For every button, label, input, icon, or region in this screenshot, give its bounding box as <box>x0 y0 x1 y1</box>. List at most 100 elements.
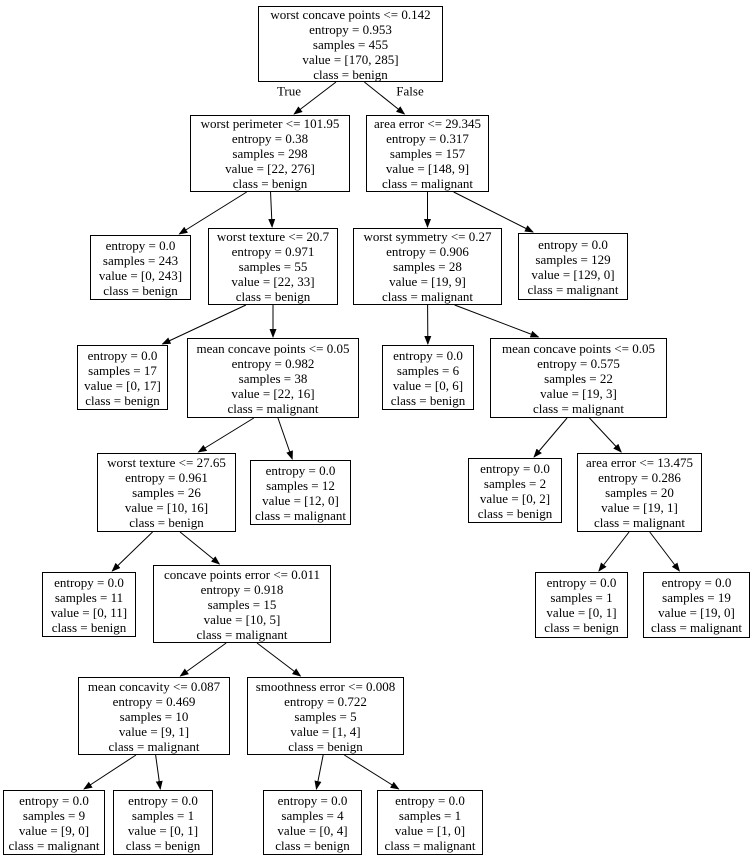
node-line: entropy = 0.0 <box>538 236 608 252</box>
node-line: value = [19, 0] <box>658 605 735 620</box>
node-line: value = [0, 17] <box>84 377 161 393</box>
node-line: class = malignant <box>650 620 743 635</box>
node-line: value = [10, 16] <box>124 500 209 515</box>
node-line: samples = 26 <box>132 485 201 500</box>
tree-edge <box>179 531 221 565</box>
node-line: samples = 22 <box>544 370 613 386</box>
node-line: samples = 20 <box>605 485 674 500</box>
node-line: smoothness error <= 0.008 <box>255 678 396 694</box>
node-line: worst symmetry <= 0.27 <box>363 229 492 244</box>
tree-edge <box>364 81 406 115</box>
node-line: entropy = 0.0 <box>105 237 176 253</box>
tree-edge <box>314 754 324 790</box>
node-line: worst concave points <= 0.142 <box>270 6 431 22</box>
node-line: value = [19, 1] <box>601 500 678 515</box>
node-line: samples = 12 <box>266 477 335 493</box>
node-line: class = benign <box>235 289 311 304</box>
node-line: samples = 243 <box>102 252 179 268</box>
tree-edge <box>293 81 337 115</box>
node-line: mean concave points <= 0.05 <box>196 340 350 356</box>
node-line: class = malignant <box>254 507 347 523</box>
tree-edge <box>111 531 153 572</box>
node-line: value = [0, 243] <box>98 267 183 283</box>
node-line: entropy = 0.575 <box>537 355 620 371</box>
node-line: value = [22, 16] <box>231 385 315 401</box>
node-line: entropy = 0.0 <box>265 462 336 478</box>
node-line: value = [0, 1] <box>546 605 617 620</box>
node-line: class = benign <box>51 619 127 635</box>
node-line: class = malignant <box>593 515 686 530</box>
node-line: value = [0, 11] <box>50 604 128 620</box>
tree-edge <box>453 191 534 233</box>
tree-edge <box>277 417 293 460</box>
node-line: entropy = 0.0 <box>480 460 550 476</box>
node-line: samples = 15 <box>207 596 277 612</box>
node-line: class = benign <box>125 837 201 853</box>
node-line: entropy = 0.906 <box>386 244 469 259</box>
tree-edge <box>155 754 163 790</box>
node-line: class = malignant <box>381 176 474 191</box>
node-line: area error <= 29.345 <box>373 116 482 131</box>
node-line: value = [10, 5] <box>203 611 281 627</box>
tree-edge <box>649 531 681 572</box>
node-line: entropy = 0.317 <box>386 131 469 146</box>
node-line: entropy = 0.0 <box>87 347 158 363</box>
node-line: samples = 19 <box>662 590 731 605</box>
node-line: entropy = 0.722 <box>284 693 367 709</box>
node-line: class = malignant <box>8 837 100 853</box>
node-line: class = benign <box>390 392 466 408</box>
node-line: entropy = 0.982 <box>231 355 315 371</box>
node-line: class = benign <box>129 515 204 530</box>
node-line: class = malignant <box>384 837 476 853</box>
node-line: entropy = 0.0 <box>128 792 198 808</box>
node-line: samples = 298 <box>232 146 308 161</box>
node-line: entropy = 0.0 <box>661 575 732 590</box>
node-line: worst texture <= 27.65 <box>107 455 226 470</box>
node-line: value = [22, 276] <box>225 161 315 176</box>
node-line: class = malignant <box>227 400 319 416</box>
node-line: class = malignant <box>196 626 288 642</box>
node-line: class = malignant <box>381 289 474 304</box>
node-line: samples = 1 <box>131 807 195 823</box>
node-line: class = malignant <box>108 738 200 754</box>
tree-edge <box>589 417 622 453</box>
node-line: value = [19, 3] <box>540 385 617 401</box>
node-line: class = benign <box>232 176 308 191</box>
tree-edge <box>533 417 568 458</box>
tree-edge <box>256 642 302 677</box>
tree-edge <box>268 191 276 228</box>
node-line: entropy = 0.961 <box>125 470 208 485</box>
tree-edge <box>344 754 400 790</box>
node-line: concave points error <= 0.011 <box>163 566 321 582</box>
tree-edge <box>197 417 255 453</box>
node-line: samples = 157 <box>389 146 466 161</box>
node-line: samples = 5 <box>294 708 357 724</box>
node-line: class = malignant <box>532 400 625 416</box>
node-line: value = [1, 4] <box>290 723 361 739</box>
node-line: samples = 9 <box>22 807 86 823</box>
tree-edge <box>179 642 227 677</box>
tree-edge <box>598 531 630 572</box>
node-line: value = [19, 9] <box>389 274 466 289</box>
node-line: value = [170, 285] <box>302 51 399 67</box>
node-line: samples = 28 <box>393 259 462 274</box>
node-line: worst perimeter <= 101.95 <box>200 116 340 131</box>
node-line: samples = 55 <box>238 259 308 274</box>
